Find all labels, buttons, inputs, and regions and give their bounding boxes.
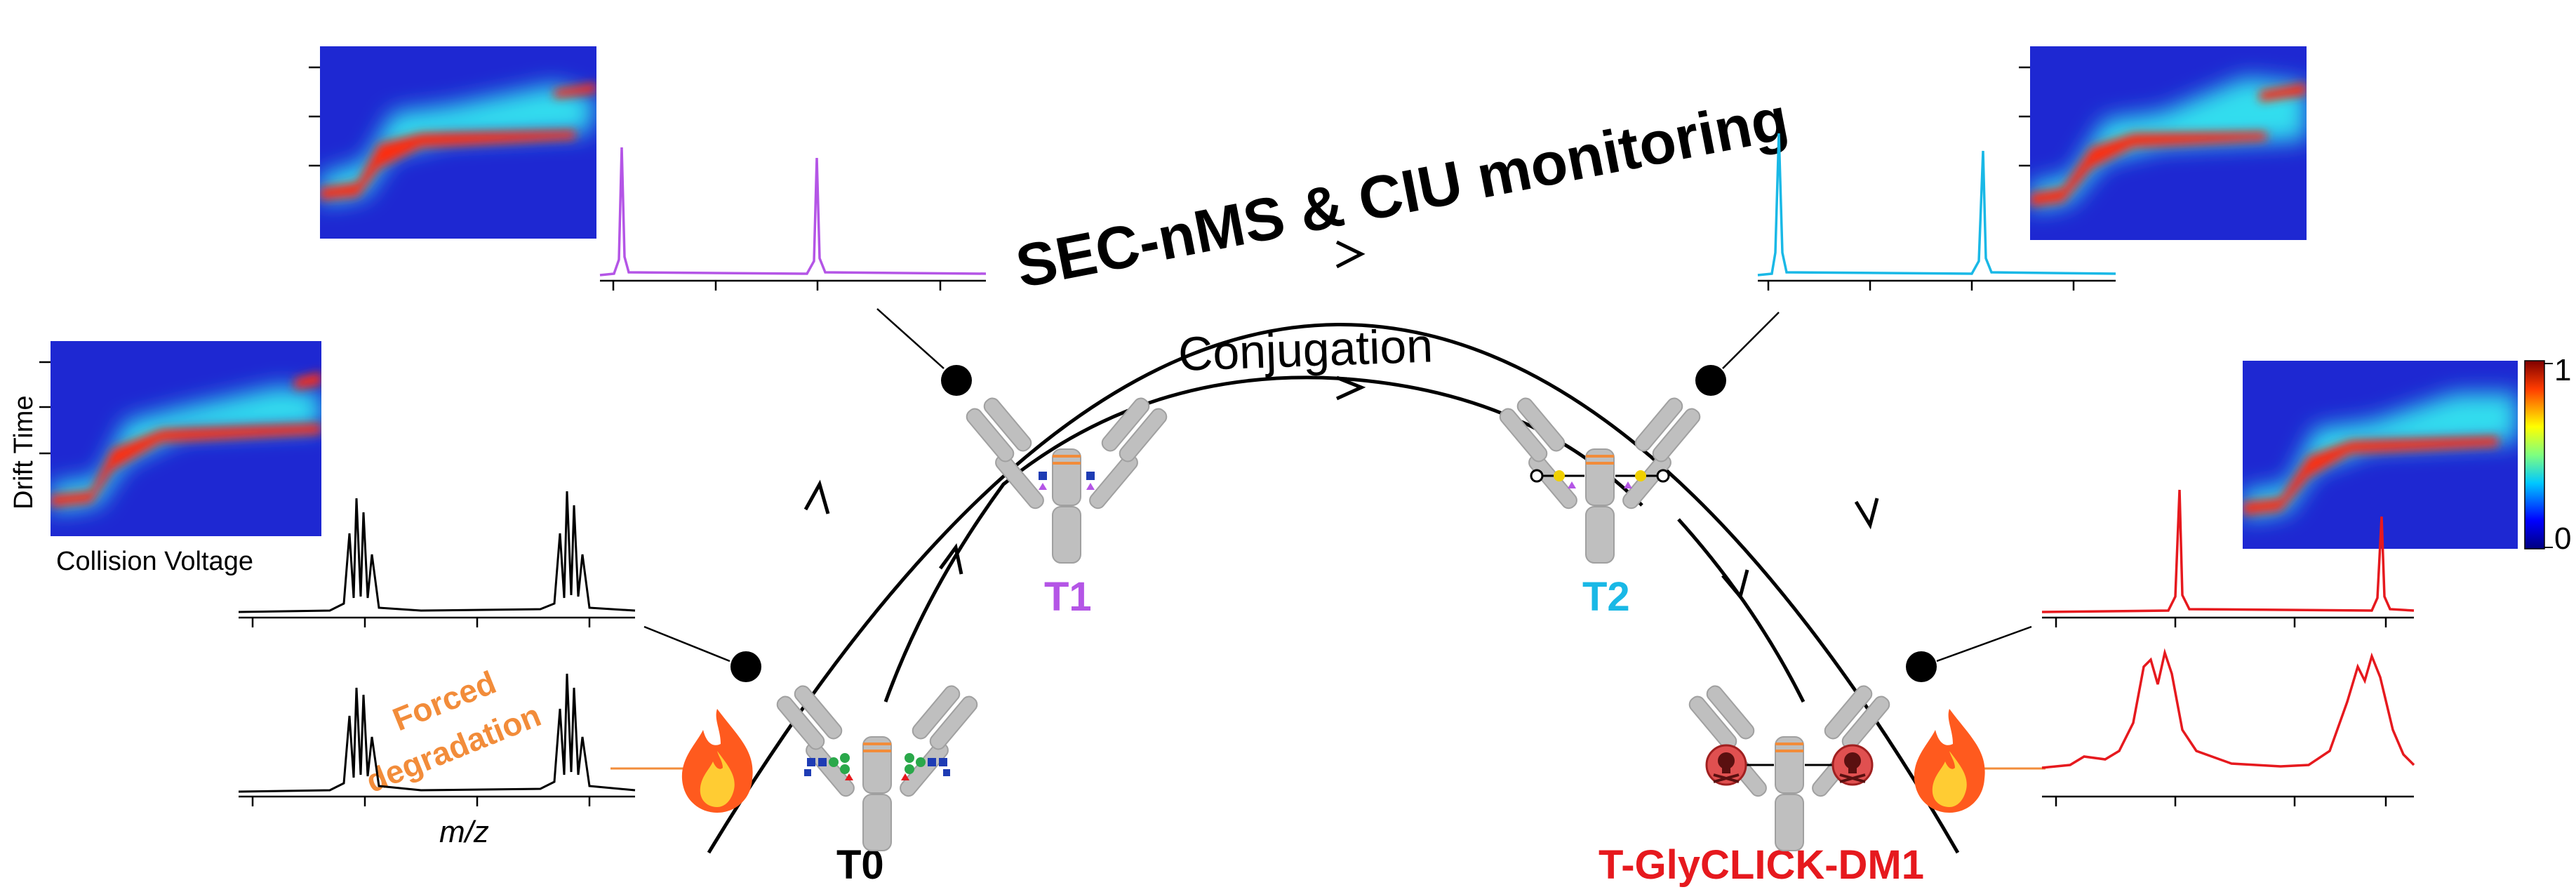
color-scale-max: 1 <box>2554 353 2571 387</box>
spectrum-t2 <box>1757 133 2116 291</box>
heatmap-ticks <box>39 66 2030 455</box>
color-scale-min: 0 <box>2554 521 2571 556</box>
inner-arc-right-lower <box>1677 518 1806 703</box>
connector-t2 <box>1722 312 1780 369</box>
skull-icon <box>1831 744 1874 786</box>
arrow-outer-left <box>803 479 830 514</box>
connector-adc <box>1936 625 2032 663</box>
connector-t0 <box>643 625 730 663</box>
label-t1: T1 <box>1044 574 1092 620</box>
spectrum-adc-degraded <box>2041 648 2415 806</box>
flame-icon <box>681 709 753 813</box>
node-t0 <box>730 651 761 682</box>
inner-arc-left <box>883 375 1348 703</box>
spectrum-t0-native <box>238 491 636 627</box>
antibody-t0 <box>776 685 978 851</box>
arrow-inner-left <box>938 543 963 575</box>
outer-arc <box>707 323 1960 854</box>
arrow-inner-right <box>1721 569 1749 601</box>
node-adc <box>1906 651 1937 682</box>
node-t1 <box>941 365 972 396</box>
antibody-t2 <box>1499 397 1701 564</box>
spectrum-adc-native <box>2041 489 2415 627</box>
skull-icon <box>1705 744 1747 786</box>
ciu-heatmap-adc <box>2243 361 2518 549</box>
spectrum-t0-degraded <box>238 673 636 806</box>
arrow-outer-top <box>1335 240 1366 269</box>
node-t2 <box>1695 365 1726 396</box>
ciu-heatmap-t0 <box>51 341 321 536</box>
arrow-outer-right <box>1854 498 1879 530</box>
antibody-adc <box>1688 685 1890 851</box>
linker-icon <box>1530 469 1670 488</box>
connector-t1 <box>876 308 945 369</box>
color-scale-bar <box>2524 360 2545 550</box>
glycan-icon <box>804 753 950 780</box>
spectrum-t1 <box>599 147 987 291</box>
collision-voltage-label: Collision Voltage <box>56 547 253 576</box>
glycan-icon <box>1039 472 1095 490</box>
arrow-inner-top <box>1335 375 1366 401</box>
label-t2: T2 <box>1582 574 1630 620</box>
label-adc: T-GlyCLICK-DM1 <box>1599 842 1924 888</box>
ciu-heatmap-t2 <box>2030 46 2307 240</box>
arc-inner-label: Conjugation <box>1177 319 1434 381</box>
mz-label: m/z <box>439 815 489 849</box>
drift-time-label: Drift Time <box>9 395 39 510</box>
flame-icon <box>1914 709 1985 813</box>
arc-outer-label: SEC-nMS & CIU monitoring <box>1010 85 1794 301</box>
ciu-heatmap-t1 <box>320 46 596 239</box>
antibody-t1 <box>966 397 1168 564</box>
